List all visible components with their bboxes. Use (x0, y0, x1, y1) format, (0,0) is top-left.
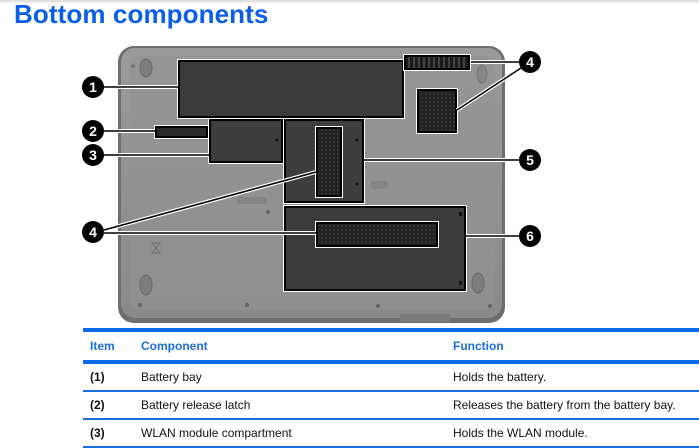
row-function: Holds the battery. (446, 362, 699, 392)
chassis-details (131, 58, 492, 308)
table-row: (3) WLAN module compartment Holds the WL… (83, 419, 699, 448)
row-component: Battery release latch (134, 391, 446, 420)
table-header-row: Item Component Function (83, 330, 699, 362)
row-function: Holds the WLAN module. (446, 419, 699, 448)
top-vent (403, 54, 471, 71)
callout-4-right: 4 (519, 51, 541, 73)
top-bar (0, 0, 699, 4)
svg-text:6: 6 (526, 228, 534, 244)
laptop-diagram: 1 2 3 4 4 5 6 (82, 46, 541, 323)
battery-bay (177, 59, 405, 119)
callout-2: 2 (82, 120, 104, 142)
row-component: WLAN module compartment (134, 419, 446, 448)
header-component: Component (141, 339, 208, 353)
battery-release-latch (154, 125, 209, 139)
header-item: Item (90, 339, 115, 353)
callout-1: 1 (82, 76, 104, 98)
callout-6: 6 (519, 225, 541, 247)
hard-drive-bay (283, 205, 467, 292)
svg-text:4: 4 (526, 54, 534, 70)
table-row: (1) Battery bay Holds the battery. (83, 362, 699, 392)
row-item: (2) (83, 391, 134, 420)
svg-text:1: 1 (89, 79, 97, 95)
svg-text:4: 4 (89, 224, 97, 240)
row-item: (1) (83, 362, 134, 392)
header-function: Function (453, 339, 504, 353)
row-component: Battery bay (134, 362, 446, 392)
wlan-module-compartment (208, 118, 284, 164)
svg-text:2: 2 (89, 123, 97, 139)
row-item: (3) (83, 419, 134, 448)
memory-module-compartment (283, 118, 365, 204)
svg-text:5: 5 (526, 152, 534, 168)
page-title: Bottom components (14, 0, 269, 29)
svg-text:3: 3 (89, 147, 97, 163)
components-table: Item Component Function (1) Battery bay … (83, 328, 699, 448)
callout-3: 3 (82, 144, 104, 166)
callout-4-left: 4 (82, 221, 104, 243)
callout-leader-lines (103, 60, 523, 238)
table-row: (2) Battery release latch Releases the b… (83, 391, 699, 420)
side-vent (416, 88, 458, 134)
callout-5: 5 (519, 149, 541, 171)
laptop-bottom-figure: 1 2 3 4 4 5 6 (82, 46, 541, 323)
row-function: Releases the battery from the battery ba… (446, 391, 699, 420)
